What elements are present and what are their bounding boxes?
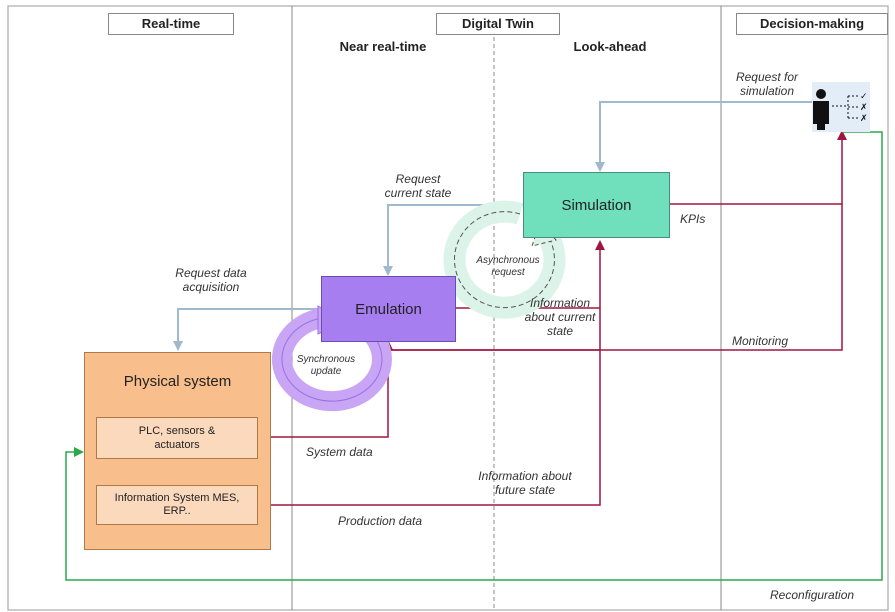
arrow-kpis: [670, 130, 847, 205]
svg-text:✓: ✓: [860, 92, 868, 102]
header-realtime: Real-time: [108, 13, 234, 35]
emulation-block: Emulation: [321, 276, 456, 342]
arrow-production-data: [257, 240, 605, 506]
arrow-request-simulation: [595, 101, 812, 172]
label-monitoring: Monitoring: [732, 334, 789, 348]
label-kpis: KPIs: [680, 212, 706, 226]
label-synchronous-update: Synchronous update: [296, 354, 356, 377]
header-decision-making: Decision-making: [736, 13, 888, 35]
arrow-request-current-state: [383, 204, 523, 276]
svg-text:✗: ✗: [860, 103, 868, 113]
header-digital-twin: Digital Twin: [436, 13, 560, 35]
label-reconfiguration: Reconfiguration: [770, 588, 855, 602]
simulation-block: Simulation: [523, 172, 670, 238]
emulation-label: Emulation: [355, 300, 422, 318]
plc-sensors-block: PLC, sensors & actuators: [96, 417, 258, 459]
header-near-realtime: Near real-time: [339, 39, 427, 54]
arrow-reconfiguration: [65, 131, 883, 581]
label-production-data: Production data: [338, 514, 423, 528]
header-lookahead: Look-ahead: [573, 39, 647, 54]
label-asynchronous-request: Asynchronous request: [476, 255, 540, 278]
label-request-data-acquisition: Request data acquisition: [175, 266, 247, 294]
label-request-for-simulation: Request for simulation: [735, 70, 799, 98]
label-request-current-state: Request current state: [384, 172, 452, 200]
decision-maker-icon: ✓ ✗ ✗: [812, 82, 870, 132]
simulation-label: Simulation: [561, 196, 632, 214]
info-system-label: Information System MES, ERP..: [114, 492, 240, 517]
info-system-block: Information System MES, ERP..: [96, 485, 258, 525]
label-info-current-state: Information about current state: [524, 296, 596, 338]
arrow-request-data-acquisition: [173, 308, 321, 351]
label-info-future-state: Information about future state: [478, 469, 572, 497]
plc-sensors-label: PLC, sensors & actuators: [138, 425, 216, 451]
label-system-data: System data: [306, 445, 373, 459]
outer-frame: [7, 5, 889, 611]
svg-text:✗: ✗: [860, 114, 868, 124]
physical-system-label: Physical system: [123, 373, 232, 390]
